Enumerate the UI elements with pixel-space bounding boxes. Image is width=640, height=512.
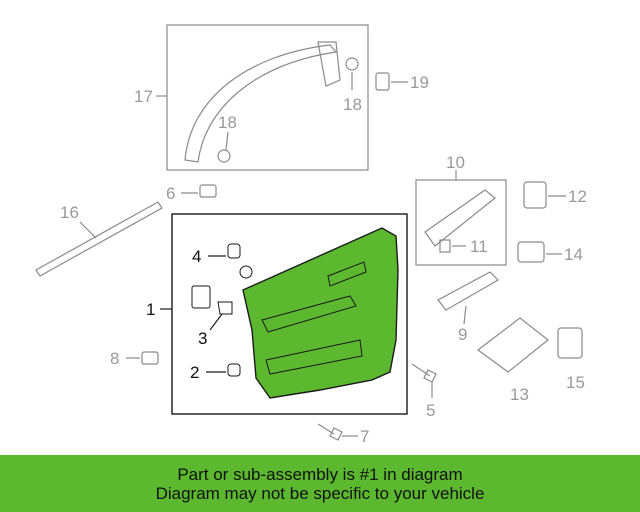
bezel-box xyxy=(415,179,507,266)
callout-6: 6 xyxy=(166,184,175,203)
part-15-cover xyxy=(557,327,583,359)
part-8-clip xyxy=(141,351,159,365)
leader-9 xyxy=(463,305,467,325)
part-7-screw xyxy=(317,423,343,441)
retainer-block xyxy=(191,285,211,309)
part-13-switch-assembly xyxy=(476,317,549,373)
part-14-switch xyxy=(517,241,545,263)
callout-16: 16 xyxy=(60,203,79,222)
clip-18-upper xyxy=(345,57,359,71)
callout-2: 2 xyxy=(190,363,199,382)
bezel-group xyxy=(415,179,507,266)
callout-18-lower: 18 xyxy=(218,113,237,132)
callout-7: 7 xyxy=(360,427,369,446)
weatherstrip-group xyxy=(166,24,390,171)
weatherstrip-box xyxy=(166,24,369,171)
weatherstrip-bracket xyxy=(317,41,341,87)
callout-11: 11 xyxy=(470,237,488,256)
banner-line-2: Diagram may not be specific to your vehi… xyxy=(155,483,485,503)
door-trim-switch-recess xyxy=(327,261,367,287)
banner-line-1: Part or sub-assembly is #1 in diagram xyxy=(177,464,463,484)
leader-16 xyxy=(79,221,97,239)
door-panel-box xyxy=(171,213,408,415)
callout-18-upper: 18 xyxy=(343,95,362,114)
leader-18b xyxy=(225,131,229,151)
part-12-switch xyxy=(523,181,547,209)
callout-13: 13 xyxy=(510,385,529,404)
info-banner: Part or sub-assembly is #1 in diagram Di… xyxy=(0,455,640,512)
misc-parts xyxy=(35,181,583,441)
part-2-fastener xyxy=(227,363,241,377)
callout-12: 12 xyxy=(568,187,587,206)
door-trim-armrest xyxy=(261,295,357,333)
part-11-clip xyxy=(439,239,451,253)
part-4-fastener xyxy=(227,243,241,259)
door-trim-pocket xyxy=(265,339,363,375)
callout-15: 15 xyxy=(566,373,585,392)
callout-10: 10 xyxy=(446,153,465,172)
weatherstrip-part xyxy=(184,44,338,163)
callout-14: 14 xyxy=(564,245,583,264)
door-trim-panel xyxy=(242,227,399,399)
bezel-part xyxy=(424,189,496,247)
callout-3: 3 xyxy=(198,329,207,348)
parts-diagram: 1 2 3 4 5 6 7 8 9 10 11 12 13 14 15 16 1… xyxy=(35,24,587,446)
part-3-clip xyxy=(217,301,233,315)
callout-9: 9 xyxy=(458,325,467,344)
leader-lines xyxy=(79,72,566,437)
part-16-molding xyxy=(35,201,163,277)
part-9-handle xyxy=(437,271,499,311)
callout-5: 5 xyxy=(426,401,435,420)
part-5-screw xyxy=(411,363,437,383)
part-6-clip xyxy=(199,184,217,198)
leader-3 xyxy=(209,313,223,331)
callout-17: 17 xyxy=(134,87,153,106)
screw-head xyxy=(239,265,253,279)
callout-19: 19 xyxy=(410,73,429,92)
clip-18-lower xyxy=(217,149,231,163)
callout-8: 8 xyxy=(110,349,119,368)
callout-4: 4 xyxy=(192,247,201,266)
door-panel-group xyxy=(171,213,408,415)
part-19-clip xyxy=(375,72,390,91)
callout-1: 1 xyxy=(146,300,155,319)
